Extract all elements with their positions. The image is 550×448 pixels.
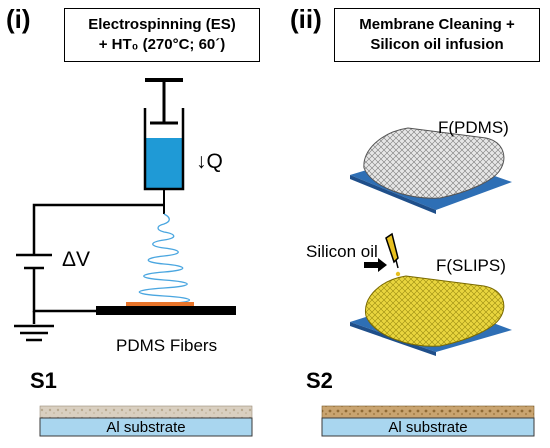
pdms-sample-label: F(PDMS) <box>438 118 509 137</box>
title-right-line2: Silicon oil infusion <box>370 36 504 53</box>
title-box-left: Electrospinning (ES) + HT₀ (270°C; 60´) <box>64 8 260 62</box>
oil-drop <box>395 271 401 277</box>
circuit-wire-top <box>32 203 164 255</box>
step-label-s1: S1 <box>30 368 57 393</box>
fiber-layer-right <box>321 405 535 419</box>
title-left-line1: Electrospinning (ES) <box>88 16 236 33</box>
pdms-sample-plate-edge <box>350 175 436 214</box>
substrate-label-left: Al substrate <box>106 419 186 436</box>
circuit-wire-bottom <box>32 268 96 313</box>
voltage-label: ΔV <box>62 248 91 271</box>
electrospinning-jet <box>138 213 190 308</box>
slips-membrane <box>364 275 505 347</box>
pdms-membrane <box>363 127 505 199</box>
panel-label-left: (i) <box>6 4 31 34</box>
oil-dropper <box>385 232 399 264</box>
substrate-bar-left <box>39 417 253 437</box>
collector-plate <box>96 306 236 315</box>
title-box-right: Membrane Cleaning + Silicon oil infusion <box>334 8 540 62</box>
fiber-layer-left <box>39 405 253 419</box>
silicon-oil-label: Silicon oil <box>306 242 378 261</box>
step-label-s2: S2 <box>306 368 333 393</box>
title-right-line1: Membrane Cleaning + <box>359 16 515 33</box>
fibers-label: PDMS Fibers <box>116 336 218 355</box>
slips-sample-label: F(SLIPS) <box>436 256 506 275</box>
syringe-fluid <box>145 138 183 189</box>
substrate-label-right: Al substrate <box>388 419 468 436</box>
collector-deposit <box>126 302 194 306</box>
oil-dropper-tip <box>395 259 399 269</box>
oil-arrow <box>364 258 387 272</box>
title-left-line2: + HT₀ (270°C; 60´) <box>98 36 226 53</box>
panel-label-right: (ii) <box>290 4 322 34</box>
flow-rate-label: ↓Q <box>196 150 223 173</box>
substrate-bar-right <box>321 417 535 437</box>
